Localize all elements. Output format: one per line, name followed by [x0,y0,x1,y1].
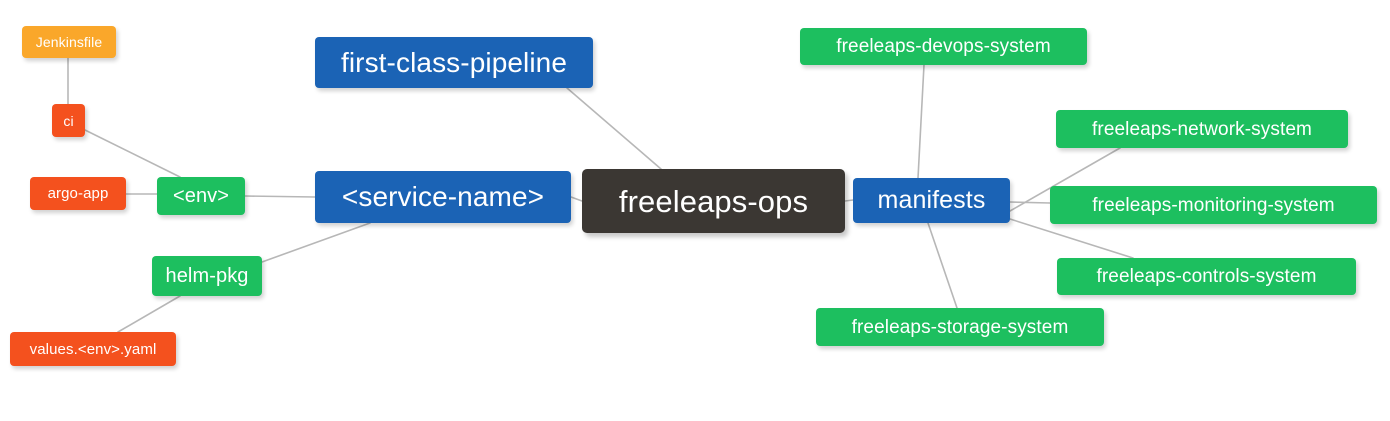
edge-manifests-to-freeleaps-monitoring-system [1009,201,1051,204]
node-env[interactable]: <env> [157,177,245,215]
node-manifests[interactable]: manifests [853,178,1010,223]
edge-manifests-to-freeleaps-devops-system [917,64,925,179]
node-argo-app[interactable]: argo-app [30,177,126,210]
node-helm-pkg[interactable]: helm-pkg [152,256,262,296]
edge-manifests-to-freeleaps-storage-system [927,222,958,309]
edge-freeleaps-ops-to-first-class-pipeline [566,87,662,170]
node-freeleaps-ops[interactable]: freeleaps-ops [582,169,845,233]
edge-helm-pkg-to-values-yaml [117,295,181,333]
node-freeleaps-devops-system[interactable]: freeleaps-devops-system [800,28,1087,65]
edge-service-name-to-env [244,195,316,198]
node-values-yaml[interactable]: values.<env>.yaml [10,332,176,366]
edge-manifests-to-freeleaps-controls-system [1009,218,1134,259]
edge-env-to-ci [84,129,181,178]
node-freeleaps-storage-system[interactable]: freeleaps-storage-system [816,308,1104,346]
node-jenkinsfile[interactable]: Jenkinsfile [22,26,116,58]
node-freeleaps-monitoring-system[interactable]: freeleaps-monitoring-system [1050,186,1377,224]
edge-service-name-to-helm-pkg [261,222,371,263]
node-freeleaps-controls-system[interactable]: freeleaps-controls-system [1057,258,1356,295]
edge-freeleaps-ops-to-service-name [570,196,583,202]
node-first-class-pipeline[interactable]: first-class-pipeline [315,37,593,88]
node-service-name[interactable]: <service-name> [315,171,571,223]
edge-freeleaps-ops-to-manifests [844,199,854,202]
node-freeleaps-network-system[interactable]: freeleaps-network-system [1056,110,1348,148]
node-ci[interactable]: ci [52,104,85,137]
